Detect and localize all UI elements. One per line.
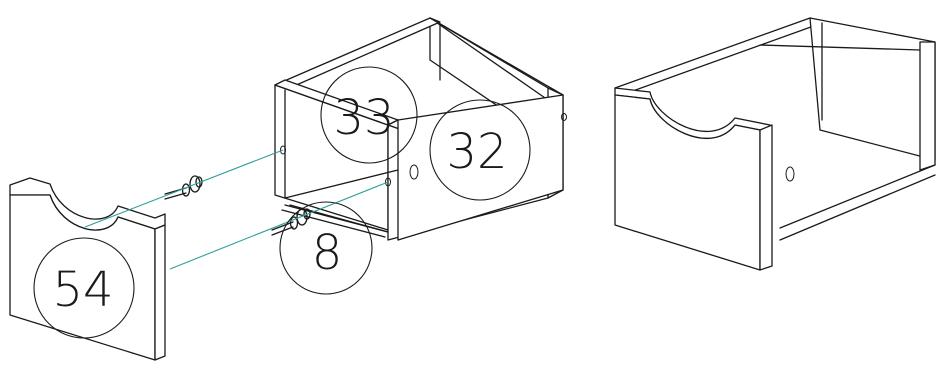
- upper-dowel: [164, 175, 203, 200]
- callout-54-circle: [33, 237, 135, 339]
- guide-line-upper: [84, 149, 284, 228]
- callout-8: 8: [279, 201, 373, 295]
- callout-33: 33: [320, 66, 418, 164]
- callout-54: 54: [33, 237, 135, 339]
- callout-8-circle: [279, 201, 373, 295]
- callout-8-label: 8: [312, 225, 343, 281]
- front-panel-part: [9, 177, 166, 361]
- callout-32: 32: [429, 99, 531, 201]
- callout-54-label: 54: [52, 262, 113, 318]
- callout-33-circle: [320, 66, 418, 164]
- callout-32-label: 32: [446, 124, 507, 180]
- callout-32-circle: [429, 99, 531, 201]
- exploded-drawer-box: [274, 17, 567, 241]
- callout-33-label: 33: [333, 90, 394, 146]
- guide-line-lower: [169, 181, 389, 270]
- assembly-guide-lines: [84, 149, 389, 270]
- assembled-drawer: [614, 17, 936, 271]
